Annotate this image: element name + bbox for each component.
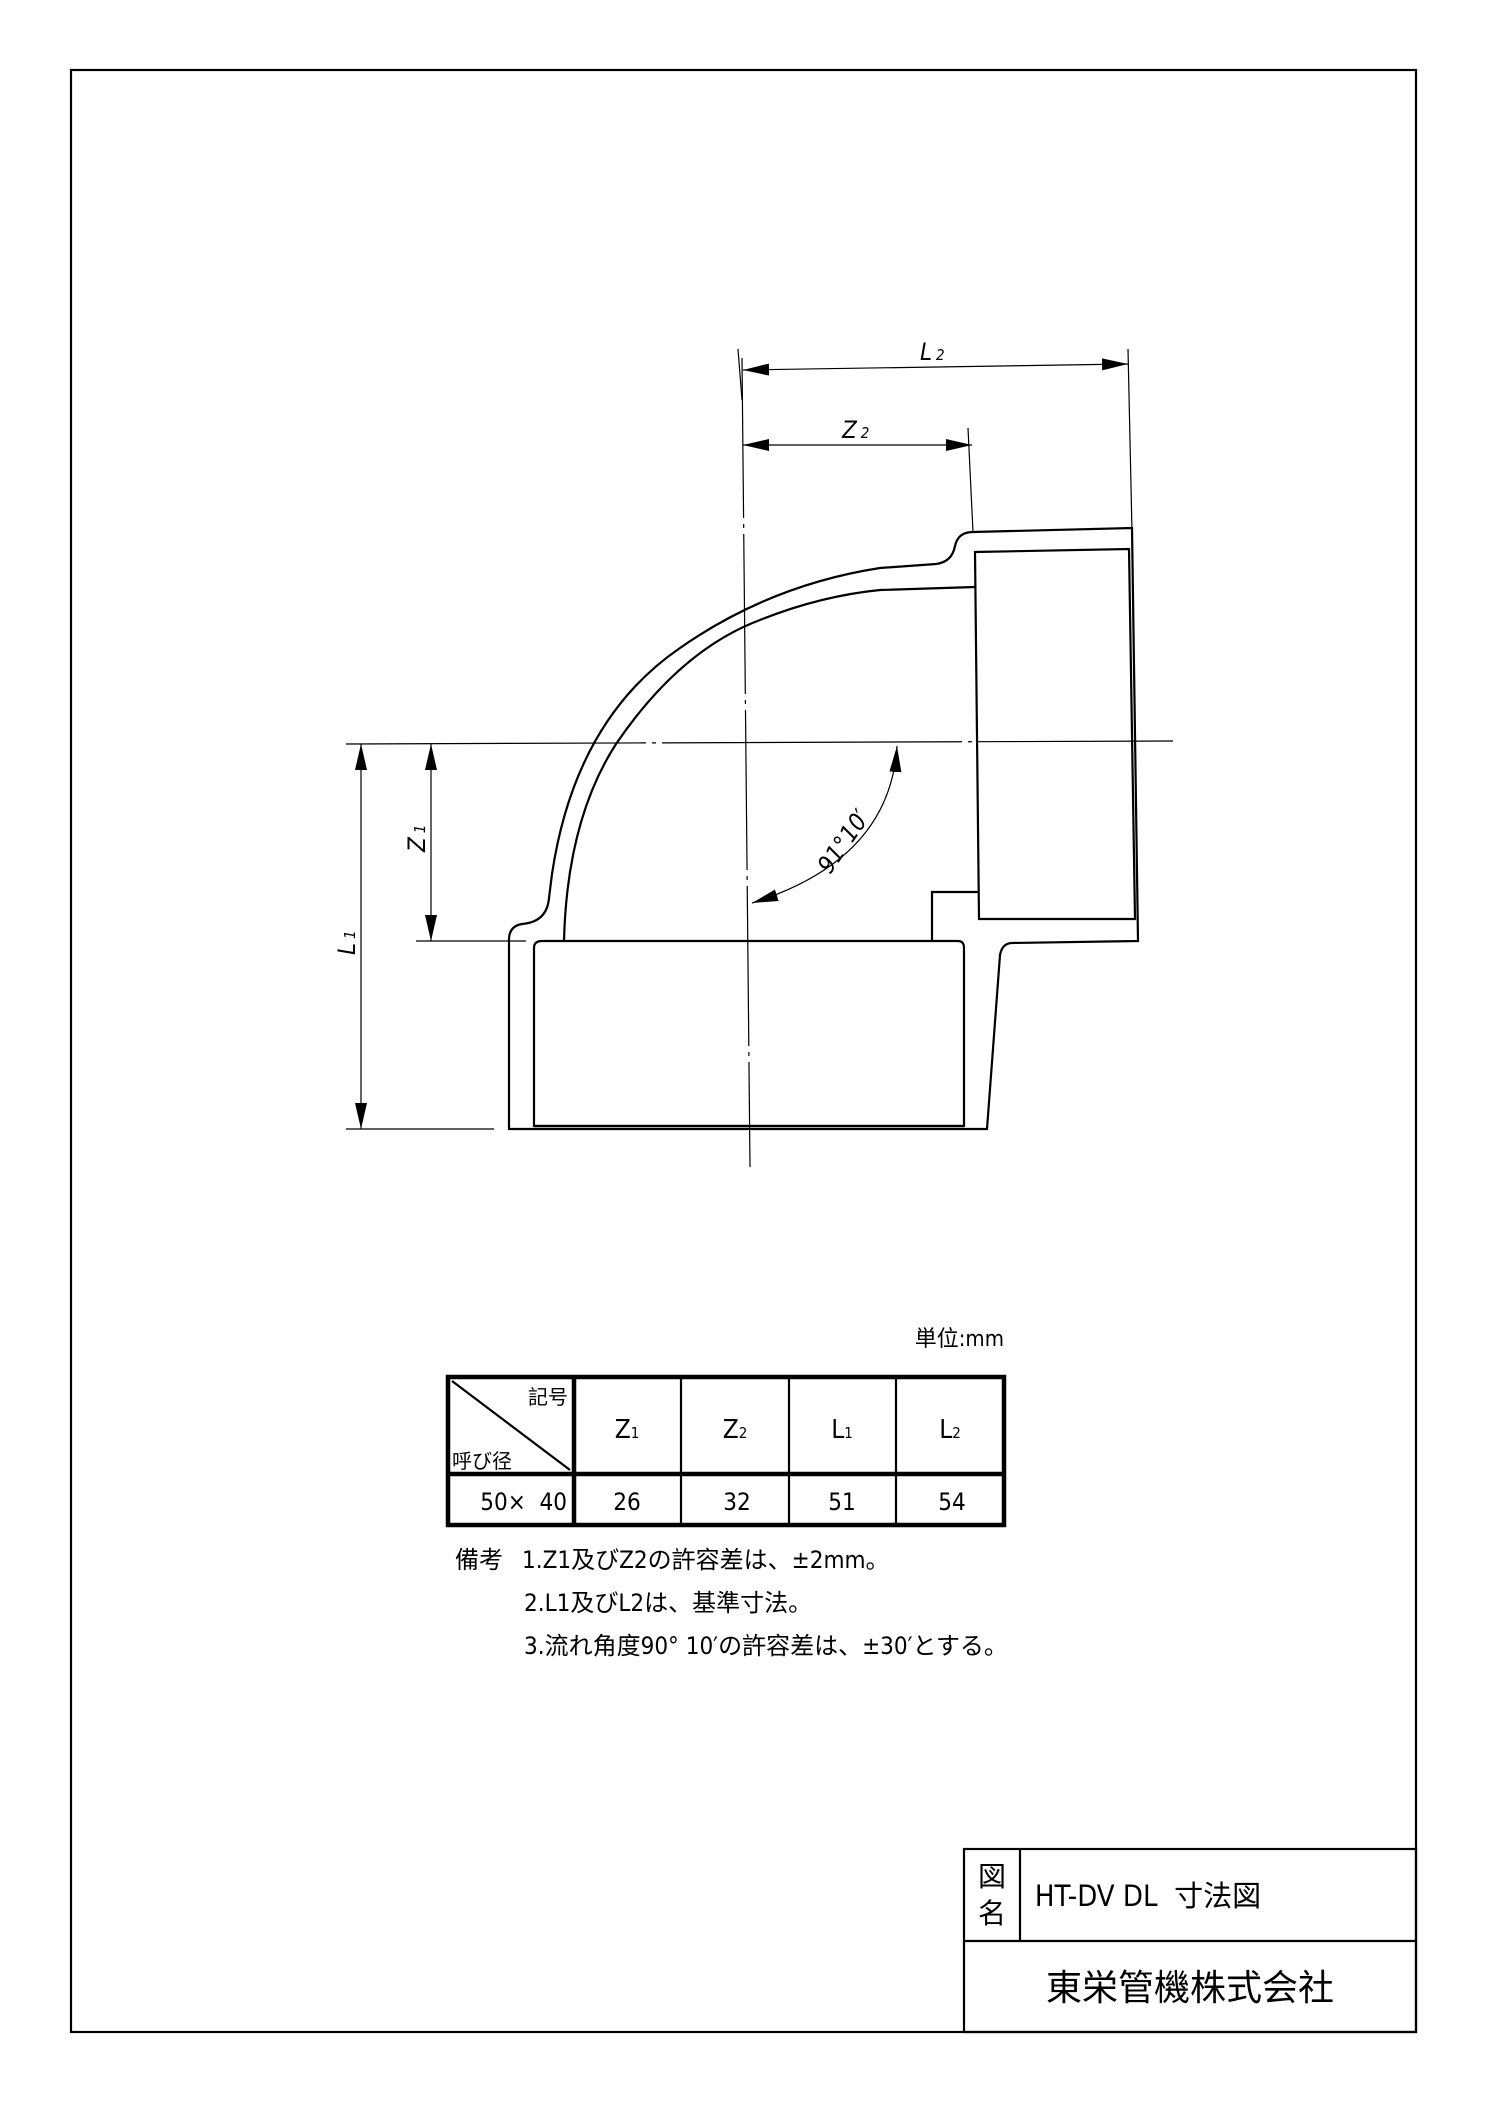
drawing-name: HT-DV DL 寸法図 xyxy=(1035,1879,1261,1913)
note-1: 1.Z1及びZ2の許容差は、±2mm。 xyxy=(522,1546,890,1574)
notes: 備考 1.Z1及びZ2の許容差は、±2mm。 2.L1及びL2は、基準寸法。 3… xyxy=(455,1546,1008,1660)
label-angle: 91°10′ xyxy=(812,804,876,878)
notes-label: 備考 xyxy=(455,1546,503,1574)
corner-header-symbol: 記号 xyxy=(528,1385,568,1409)
dimension-table: 単位:mm 記号 呼び径 Z1 Z2 L1 L2 50× 40 26 32 51… xyxy=(445,1327,1007,1528)
corner-header-size: 呼び径 xyxy=(452,1449,512,1473)
right-socket-bore xyxy=(973,547,1137,921)
header-L2: L2 xyxy=(939,1415,961,1445)
cell-Z1: 26 xyxy=(613,1488,640,1516)
name-label-1: 図 xyxy=(978,1860,1006,1893)
dim-angle xyxy=(751,745,902,904)
elbow-inner-wall xyxy=(562,585,976,942)
row-size: 50× 40 xyxy=(480,1488,567,1516)
corner-diagonal xyxy=(451,1380,571,1471)
company-name: 東栄管機株式会社 xyxy=(1046,1968,1334,2009)
label-L1: L1 xyxy=(333,930,361,955)
horizontal-centerline xyxy=(345,740,1174,745)
note-3: 3.流れ角度90° 10′の許容差は、±30′とする。 xyxy=(524,1632,1008,1660)
header-Z2: Z2 xyxy=(723,1415,748,1445)
name-label-2: 名 xyxy=(978,1897,1006,1930)
title-block: 図 名 HT-DV DL 寸法図 東栄管機株式会社 xyxy=(962,1847,1418,2034)
header-L1: L1 xyxy=(831,1415,853,1445)
note-2: 2.L1及びL2は、基準寸法。 xyxy=(524,1589,812,1617)
header-Z1: Z1 xyxy=(615,1415,640,1445)
socket-step xyxy=(930,890,979,941)
unit-label: 単位:mm xyxy=(915,1327,1004,1352)
sheet-border xyxy=(69,68,1418,2034)
label-Z1: Z1 xyxy=(403,825,431,853)
vertical-centerline xyxy=(741,357,751,1168)
dim-L2 xyxy=(742,358,1129,376)
fitting-outer-outline xyxy=(507,526,1140,1131)
cell-L2: 54 xyxy=(938,1488,965,1516)
cell-L1: 51 xyxy=(828,1488,855,1516)
left-socket-bore xyxy=(532,939,966,1128)
cell-Z2: 32 xyxy=(723,1488,750,1516)
